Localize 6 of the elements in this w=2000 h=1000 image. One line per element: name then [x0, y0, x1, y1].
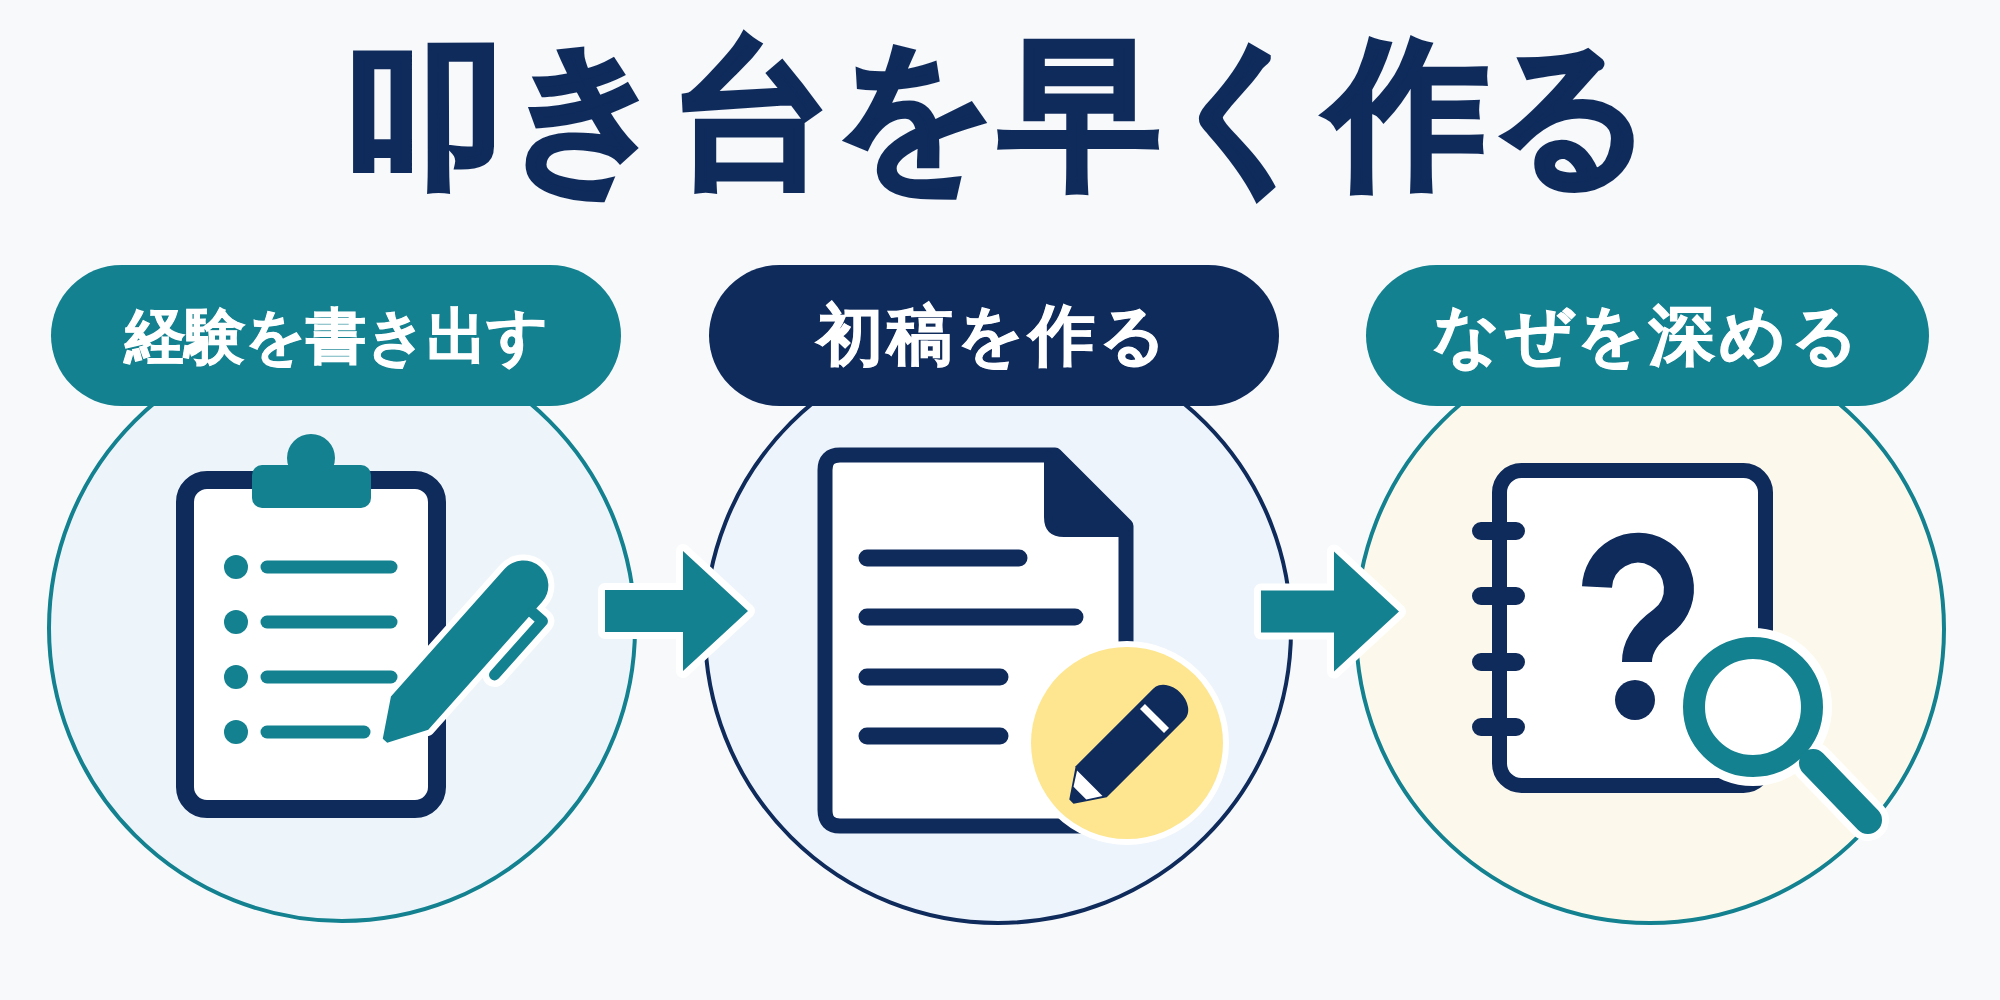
title: 叩き台を早く作る — [344, 20, 1656, 207]
arrow — [1254, 544, 1406, 679]
step-banner: 初稿を作る — [709, 265, 1279, 406]
arrow — [598, 544, 755, 678]
step-banner: なぜを深める — [1366, 265, 1929, 406]
step-banner: 経験を書き出す — [51, 265, 621, 406]
